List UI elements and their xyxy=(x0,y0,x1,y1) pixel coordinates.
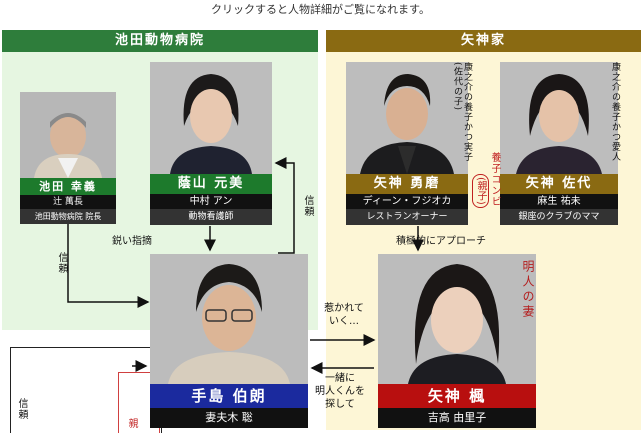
approach-label: 積極的にアプローチ xyxy=(396,236,486,247)
role-ikeda-yukiyoshi: 池田動物病院 院長 xyxy=(20,209,116,224)
yuma-note: 康之介の養子かつ実子(佐代の子) xyxy=(452,62,472,162)
portrait-icon xyxy=(378,254,536,384)
portrait-icon xyxy=(150,254,308,384)
photo-ikeda-yukiyoshi[interactable] xyxy=(20,92,116,178)
trust-label-bottom: 信頼 xyxy=(16,398,27,420)
adopted-combo-label: 養子コンビ xyxy=(489,152,500,207)
ikeda-hospital-header: 池田動物病院 xyxy=(2,30,318,52)
trust-label-left: 信頼 xyxy=(56,252,67,274)
actor-ikeda-yukiyoshi: 辻 萬長 xyxy=(20,195,116,209)
attracted-label: 惹かれて いく… xyxy=(324,303,364,327)
photo-yagami-sayo[interactable] xyxy=(500,62,618,174)
adopted-combo-paren: (親子) xyxy=(472,174,489,208)
role-yagami-yuma: レストランオーナー xyxy=(346,209,468,225)
sharp-pointer-label: 鋭い指摘 xyxy=(112,236,152,247)
actor-yagami-sayo: 麻生 祐未 xyxy=(500,194,618,209)
sayo-note: 康之介の養子かつ愛人 xyxy=(610,62,620,162)
trust-label-right: 信頼 xyxy=(302,195,313,217)
click-instruction: クリックすると人物詳細がご覧になれます。 xyxy=(211,3,430,16)
trust-arrow-ikeda xyxy=(67,224,150,308)
photo-aiyama-motomi[interactable] xyxy=(150,62,272,174)
actor-tejima-hakuro: 妻夫木 聡 xyxy=(150,408,308,428)
search-together-label: 一緒に 明人くんを 探して xyxy=(315,373,365,410)
name-yagami-kaede[interactable]: 矢神 楓 xyxy=(378,384,536,408)
name-yagami-sayo[interactable]: 矢神 佐代 xyxy=(500,174,618,194)
name-aiyama-motomi[interactable]: 蔭山 元美 xyxy=(150,174,272,194)
actor-yagami-yuma: ディーン・フジオカ xyxy=(346,194,468,209)
name-yagami-yuma[interactable]: 矢神 勇磨 xyxy=(346,174,468,194)
portrait-icon xyxy=(500,62,618,174)
actor-aiyama-motomi: 中村 アン xyxy=(150,194,272,209)
portrait-icon xyxy=(346,62,468,174)
wife-label: 明人の妻 xyxy=(521,260,535,320)
bottom-red-label: 親 xyxy=(126,418,137,428)
role-yagami-sayo: 銀座のクラブのママ xyxy=(500,209,618,225)
name-tejima-hakuro[interactable]: 手島 伯朗 xyxy=(150,384,308,408)
yagami-family-header: 矢神家 xyxy=(326,30,641,52)
trust-arrow-tejima xyxy=(274,157,295,254)
photo-tejima-hakuro[interactable] xyxy=(150,254,308,384)
photo-yagami-kaede[interactable] xyxy=(378,254,536,384)
actor-yagami-kaede: 吉高 由里子 xyxy=(378,408,536,428)
portrait-icon xyxy=(150,62,272,174)
photo-yagami-yuma[interactable] xyxy=(346,62,468,174)
portrait-icon xyxy=(20,92,116,178)
role-aiyama-motomi: 動物看護師 xyxy=(150,209,272,225)
name-ikeda-yukiyoshi[interactable]: 池田 幸義 xyxy=(20,178,116,195)
